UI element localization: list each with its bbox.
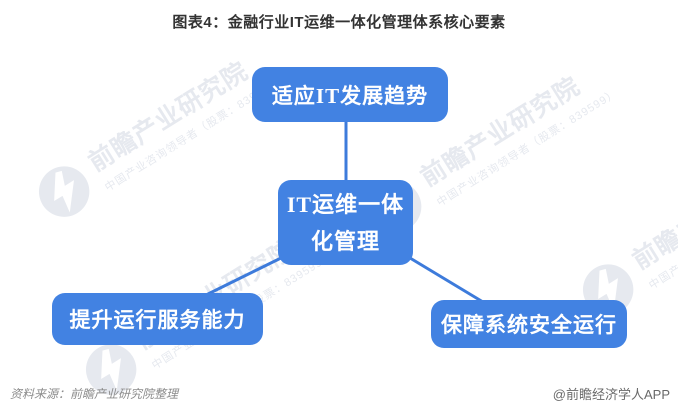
- node-label-line1: IT运维一体: [286, 191, 405, 217]
- page-title: 图表4：金融行业IT运维一体化管理体系核心要素: [172, 14, 506, 31]
- node-label-line2: 化管理: [310, 228, 380, 254]
- node-improve-service-capability: 提升运行服务能力: [52, 293, 263, 345]
- node-label: 保障系统安全运行: [441, 313, 617, 337]
- credit-note: @前瞻经济学人APP: [552, 387, 670, 402]
- connector-center-to-bottom-left: [204, 255, 285, 297]
- node-it-ops-integrated-management: IT运维一体 化管理: [278, 180, 413, 265]
- node-adapt-it-trend: 适应IT发展趋势: [252, 67, 448, 122]
- node-label: 提升运行服务能力: [69, 308, 246, 332]
- node-ensure-system-security: 保障系统安全运行: [431, 300, 627, 348]
- connector-center-to-bottom-right: [408, 256, 485, 304]
- source-note: 资料来源：前瞻产业研究院整理: [10, 387, 179, 401]
- node-label: 适应IT发展趋势: [271, 83, 429, 108]
